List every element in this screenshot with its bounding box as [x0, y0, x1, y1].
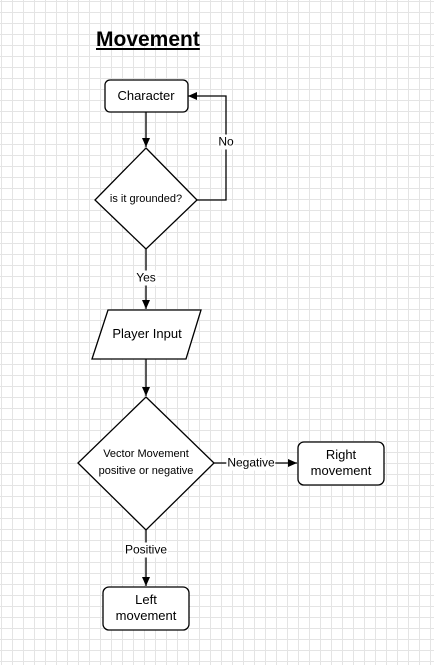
right-label-line1: Right: [325, 446, 357, 462]
edge-label-negative: Negative: [226, 455, 276, 471]
right-movement-label: Right movement: [311, 447, 372, 480]
character-label: Character: [117, 87, 175, 103]
vector-label-line2: positive or negative: [98, 464, 194, 477]
diagram-title: Movement: [96, 28, 200, 51]
node-character[interactable]: [104, 79, 189, 113]
edge-label-positive: Positive: [123, 542, 169, 558]
node-grounded-decision[interactable]: [94, 147, 198, 250]
node-left-movement[interactable]: [102, 586, 190, 631]
vector-label: Vector Movement positive or negative: [99, 448, 194, 479]
edge-label-no: No: [217, 134, 235, 150]
left-label-line2: movement: [115, 608, 177, 623]
vector-label-line1: Vector Movement: [103, 447, 189, 460]
right-label-line2: movement: [310, 463, 372, 478]
left-label-line1: Left: [135, 591, 157, 607]
node-vector-decision[interactable]: [77, 396, 215, 531]
node-right-movement[interactable]: [297, 441, 385, 486]
edge-label-yes: Yes: [135, 270, 157, 286]
left-movement-label: Left movement: [116, 592, 177, 625]
node-player-input[interactable]: [91, 309, 202, 360]
grounded-label: is it grounded?: [109, 193, 183, 206]
player-input-label: Player Input: [112, 325, 182, 341]
